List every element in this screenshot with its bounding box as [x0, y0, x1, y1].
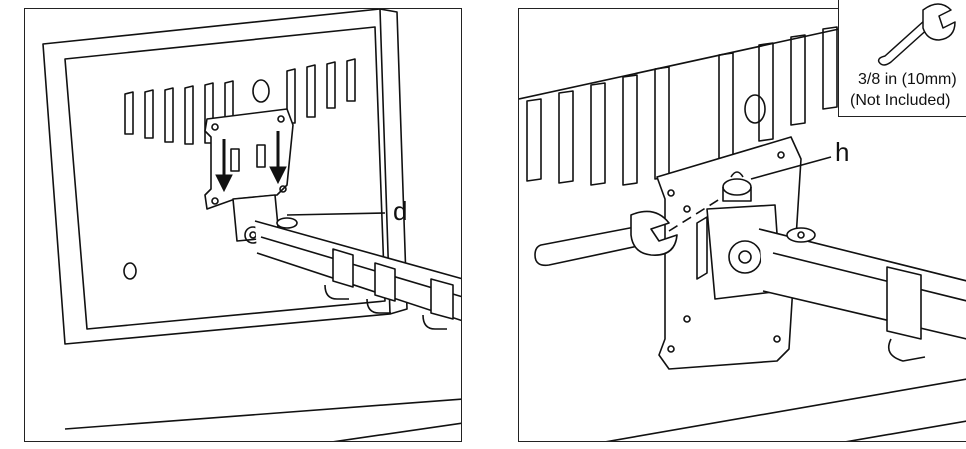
cable-clip-3: [430, 278, 454, 320]
wrench-dashed-line: [668, 196, 724, 232]
cable-clip-2-hook: [366, 298, 391, 314]
table-edge: [605, 378, 966, 441]
cable-clip-1: [332, 248, 354, 288]
monitor-mount-illustration-left: [42, 9, 461, 441]
cable-clip-hook: [887, 338, 926, 362]
table-edge: [64, 398, 461, 430]
monitor-hole: [744, 94, 766, 124]
arm-knob: [276, 217, 298, 229]
tool-not-included-label: (Not Included): [850, 92, 951, 109]
tool-required-box: 3/8 in (10mm) (Not Included): [838, 0, 966, 117]
cable-clip-3-hook: [422, 314, 447, 330]
monitor-side-edge: [379, 9, 408, 315]
leader-line-d: [286, 212, 386, 216]
step-panel-left: [24, 8, 462, 442]
callout-d: d: [393, 196, 408, 226]
tool-size-label: 3/8 in (10mm): [858, 71, 957, 88]
cable-clip-1-hook: [324, 284, 349, 300]
bracket-pivot: [728, 240, 762, 274]
monitor-lower-hole: [123, 262, 137, 280]
down-arrows: [215, 131, 287, 193]
vesa-plate-slot-right: [256, 144, 266, 168]
vesa-plate-slot-left: [230, 148, 240, 172]
arm-knob: [786, 227, 816, 243]
vesa-plate: [204, 108, 294, 210]
callout-h: h: [835, 137, 850, 167]
cable-clip: [886, 266, 922, 340]
bolt-h: [722, 178, 752, 196]
wrench-icon: [877, 3, 956, 66]
monitor-back-inner-panel: [64, 26, 386, 330]
leader-line-h: [750, 156, 832, 180]
arm-inner-line: [260, 236, 461, 298]
monitor-mount-illustration-right: [519, 9, 966, 441]
wrench-illustration: [534, 210, 678, 267]
arm-upper: [254, 220, 461, 322]
monitor-hole: [252, 79, 270, 103]
monitor-back-top: [519, 9, 850, 100]
cable-clip-2: [374, 262, 396, 302]
